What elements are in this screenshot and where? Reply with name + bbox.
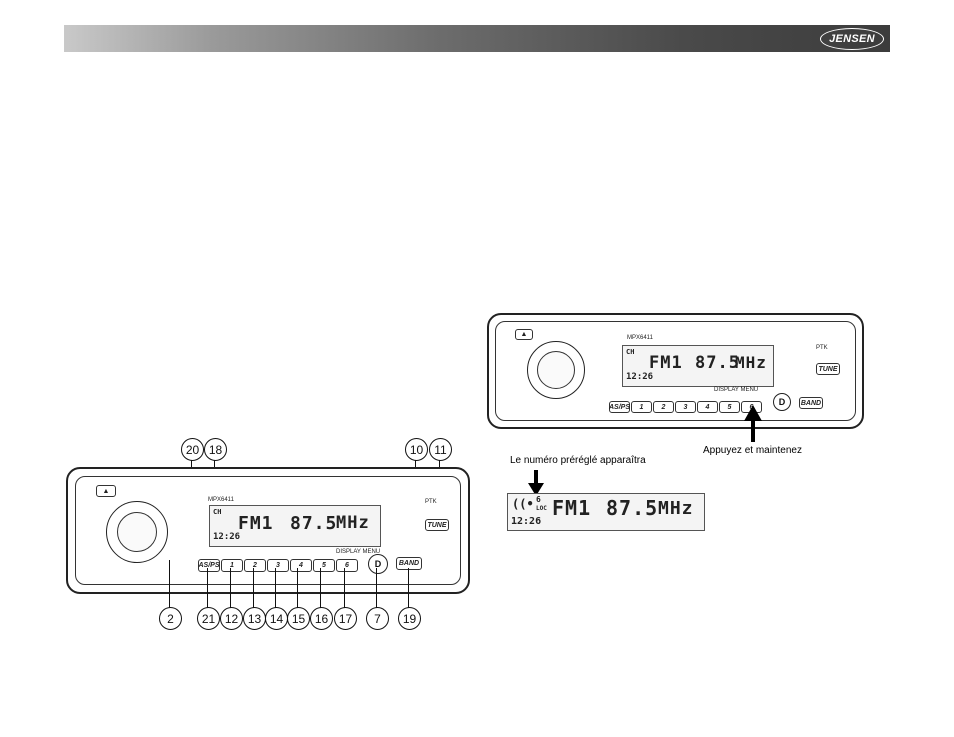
tune-button: TUNE: [816, 363, 840, 375]
ch-indicator: CH: [626, 348, 634, 356]
eject-button-left: ▲: [96, 485, 116, 497]
callout-7: 7: [366, 607, 389, 630]
zoom-frequency-readout: 87.5: [606, 496, 658, 520]
leader-line-7: [376, 568, 377, 608]
zoom-unit-readout: MHz: [658, 498, 694, 519]
ch-indicator-left: CH: [213, 508, 221, 516]
callout-11: 11: [429, 438, 452, 461]
volume-knob-left-center: [117, 512, 157, 552]
unit-readout-left: MHz: [336, 513, 370, 533]
ptk-label-left: PTK: [425, 499, 437, 505]
arrow-up-head-icon: [744, 405, 762, 423]
leader-line-13: [253, 568, 254, 608]
callout-21: 21: [197, 607, 220, 630]
display-menu-label: DISPLAY MENU: [714, 387, 758, 393]
callout-10: 10: [405, 438, 428, 461]
leader-line-2: [169, 560, 170, 608]
header-banner: JENSEN: [64, 25, 890, 52]
callout-2: 2: [159, 607, 182, 630]
preset-left-1: 1: [221, 559, 243, 572]
model-label: MPX6411: [627, 335, 653, 341]
callout-20: 20: [181, 438, 204, 461]
preset-button-5: 5: [719, 401, 740, 413]
loc-indicator: LOC: [536, 505, 547, 512]
radio-faceplate-left: ▲ MPX6411 CH FM1 87.5 MHz 12:26 TUNE PTK…: [66, 467, 470, 594]
preset-button-1: 1: [631, 401, 652, 413]
frequency-readout: 87.5: [695, 353, 740, 373]
zoomed-lcd-display: ((• 6 LOC FM1 87.5 MHz 12:26: [507, 493, 705, 531]
preset-button-4: 4: [697, 401, 718, 413]
model-label-left: MPX6411: [208, 497, 234, 503]
lcd-display-left: CH FM1 87.5 MHz 12:26: [209, 505, 381, 547]
leader-line-19: [408, 568, 409, 608]
band-readout-left: FM1: [238, 513, 274, 534]
ptk-label: PTK: [816, 345, 828, 351]
caption-preset-appears: Le numéro préréglé apparaîtra: [510, 455, 646, 466]
signal-icon: ((•: [512, 497, 534, 511]
unit-readout: MHz: [735, 353, 767, 372]
preset-button-as-ps: AS/PS: [609, 401, 630, 413]
leader-line-21: [207, 568, 208, 608]
preset-left-6: 6: [336, 559, 358, 572]
leader-line-12: [230, 568, 231, 608]
band-readout: FM1: [649, 353, 683, 373]
d-button-left: D: [368, 554, 388, 574]
callout-16: 16: [310, 607, 333, 630]
band-button: BAND: [799, 397, 823, 409]
preset-left-2: 2: [244, 559, 266, 572]
leader-line-14: [275, 568, 276, 608]
callout-18: 18: [204, 438, 227, 461]
preset-left-4: 4: [290, 559, 312, 572]
callout-19: 19: [398, 607, 421, 630]
callout-14: 14: [265, 607, 288, 630]
preset-left-as-ps: AS/PS: [198, 559, 220, 572]
callout-12: 12: [220, 607, 243, 630]
arrow-up-icon: [751, 420, 755, 442]
leader-line-16: [320, 568, 321, 608]
volume-knob-center: [537, 351, 575, 389]
preset-button-3: 3: [675, 401, 696, 413]
frequency-readout-left: 87.5: [290, 513, 337, 534]
d-button: D: [773, 393, 791, 411]
clock-readout: 12:26: [626, 372, 653, 382]
band-button-left: BAND: [396, 557, 422, 570]
callout-15: 15: [287, 607, 310, 630]
jensen-logo: JENSEN: [820, 28, 884, 50]
leader-line-15: [297, 568, 298, 608]
zoom-clock-readout: 12:26: [511, 516, 541, 527]
tune-button-left: TUNE: [425, 519, 449, 531]
eject-button: ▲: [515, 329, 533, 340]
leader-line-17: [344, 568, 345, 608]
preset-left-3: 3: [267, 559, 289, 572]
preset-number-readout: 6: [536, 495, 541, 504]
callout-17: 17: [334, 607, 357, 630]
radio-faceplate-right: ▲ CH FM1 87.5 MHz 12:26 MPX6411 DISPLAY …: [487, 313, 864, 429]
caption-press-and-hold: Appuyez et maintenez: [703, 445, 802, 456]
clock-readout-left: 12:26: [213, 532, 240, 542]
lcd-display-right: CH FM1 87.5 MHz 12:26: [622, 345, 774, 387]
zoom-band-readout: FM1: [552, 496, 591, 520]
preset-button-2: 2: [653, 401, 674, 413]
callout-13: 13: [243, 607, 266, 630]
preset-left-5: 5: [313, 559, 335, 572]
